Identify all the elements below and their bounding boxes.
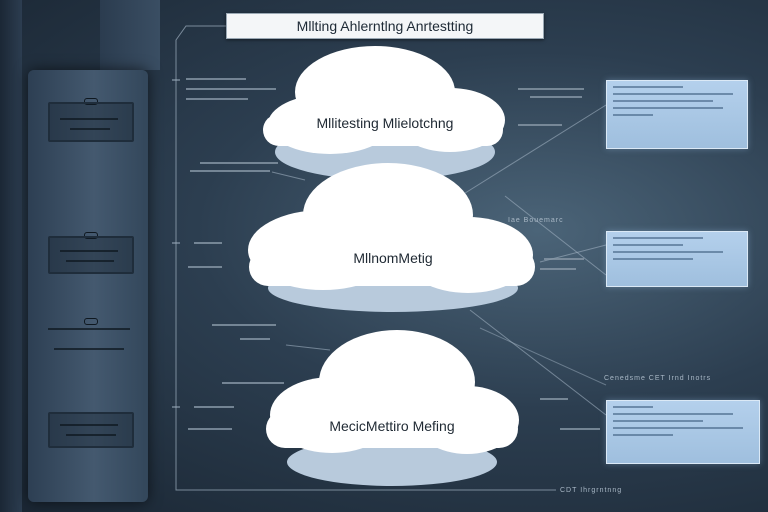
note-right-low: Cenedsme CET Irnd Inotrs (604, 375, 712, 382)
note-bottom: CDT Ihrgrntnng (560, 487, 623, 494)
note-right-mid: Iae Bouemarc (508, 217, 564, 224)
text-line (544, 258, 584, 260)
text-line (240, 338, 270, 340)
text-line (186, 88, 276, 90)
column-box-1 (48, 102, 134, 142)
cloud-2-shape (248, 163, 535, 312)
text-line (222, 382, 284, 384)
column-cap-1 (84, 98, 98, 105)
info-box-2 (606, 231, 748, 287)
diagram-title: Mllting Ahlerntlng Anrtestting (226, 13, 544, 39)
cloud-3-label: MecicMettiro Mefing (329, 418, 455, 434)
text-line (186, 98, 248, 100)
info-box-1 (606, 80, 748, 149)
text-line (188, 266, 222, 268)
info-box-3 (606, 400, 760, 464)
text-line (560, 428, 600, 430)
server-column (28, 70, 148, 502)
text-line (186, 78, 246, 80)
column-cap-3 (84, 318, 98, 325)
cloud-1-label: Mllitesting Mlielotchng (316, 115, 454, 131)
text-line (190, 170, 270, 172)
column-line-b (54, 348, 124, 350)
cloud-2-label: MllnomMetig (353, 250, 433, 266)
cloud-3-shape (266, 330, 519, 486)
text-line (530, 96, 582, 98)
left-edge-shade (0, 0, 22, 512)
column-line-a (48, 328, 130, 330)
text-line (518, 124, 562, 126)
cloud-1-shape (263, 46, 505, 180)
text-line (212, 324, 276, 326)
text-line (194, 406, 234, 408)
text-line (540, 268, 576, 270)
column-box-3 (48, 412, 134, 448)
column-box-2 (48, 236, 134, 274)
text-line (200, 162, 278, 164)
text-line (518, 88, 584, 90)
text-line (194, 242, 222, 244)
column-cap-2 (84, 232, 98, 239)
text-line (188, 428, 232, 430)
text-line (540, 398, 568, 400)
left-top-block (100, 0, 160, 70)
